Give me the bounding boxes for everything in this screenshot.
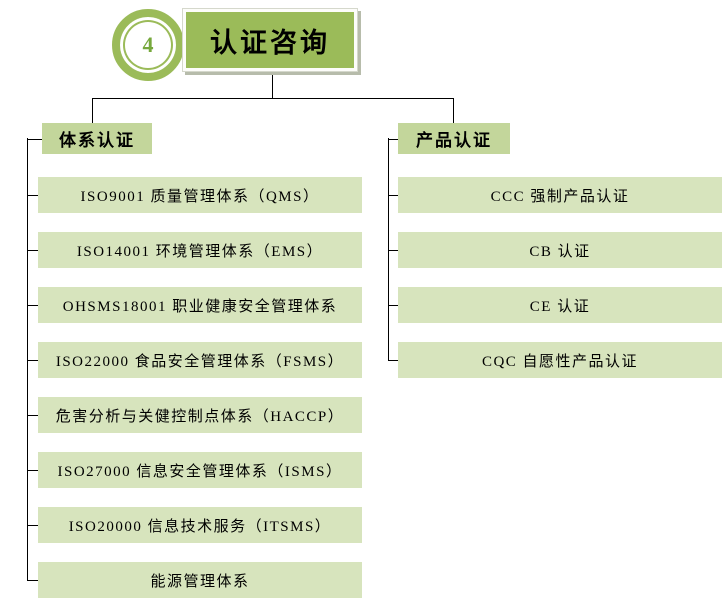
connector-tick [27, 525, 38, 526]
step-number-badge: 4 [112, 9, 184, 81]
connector-tick [388, 360, 398, 361]
tree-node-label: OHSMS18001 职业健康安全管理体系 [62, 298, 338, 315]
connector-tick [388, 250, 398, 251]
tree-node-label: 危害分析与关健控制点体系（HACCP） [55, 408, 345, 425]
system-items-column: ISO9001 质量管理体系（QMS） ISO14001 环境管理体系（EMS）… [27, 177, 362, 598]
connector-horizontal [92, 98, 454, 99]
tree-node-label: CB 认证 [529, 243, 591, 260]
tree-node-label: ISO22000 食品安全管理体系（FSMS） [55, 353, 345, 370]
tree-node-ccc: CCC 强制产品认证 [388, 177, 722, 213]
branch-header-system-label: 体系认证 [59, 131, 135, 150]
connector-left-drop [92, 98, 93, 124]
connector-left-spine [27, 138, 28, 581]
connector-right-drop [453, 98, 454, 123]
connector-tick [388, 305, 398, 306]
tree-node-ohsms18001: OHSMS18001 职业健康安全管理体系 [27, 287, 362, 323]
connector-tick [27, 138, 42, 140]
tree-node-label: ISO9001 质量管理体系（QMS） [80, 188, 320, 205]
connector-tick [27, 580, 38, 581]
tree-node-iso22000: ISO22000 食品安全管理体系（FSMS） [27, 342, 362, 378]
tree-node-iso27000: ISO27000 信息安全管理体系（ISMS） [27, 452, 362, 488]
tree-node-label: ISO14001 环境管理体系（EMS） [76, 243, 324, 260]
connector-tick [27, 470, 38, 471]
tree-node-cqc: CQC 自愿性产品认证 [388, 342, 722, 378]
tree-node-iso14001: ISO14001 环境管理体系（EMS） [27, 232, 362, 268]
tree-node-label: 能源管理体系 [150, 573, 250, 590]
tree-node-label: CQC 自愿性产品认证 [481, 353, 639, 370]
product-items-column: CCC 强制产品认证 CB 认证 CE 认证 CQC 自愿性产品认证 [388, 177, 722, 378]
tree-node-label: ISO20000 信息技术服务（ITSMS） [68, 518, 332, 535]
tree-node-energy: 能源管理体系 [27, 562, 362, 598]
root-title-frame: 认证咨询 [182, 8, 358, 72]
connector-tick [27, 415, 38, 416]
connector-tick [27, 305, 38, 306]
tree-node-iso20000: ISO20000 信息技术服务（ITSMS） [27, 507, 362, 543]
tree-node-iso9001: ISO9001 质量管理体系（QMS） [27, 177, 362, 213]
root-title-box: 认证咨询 [186, 12, 354, 68]
branch-header-system: 体系认证 [27, 123, 152, 154]
connector-tick [388, 138, 398, 140]
tree-node-ce: CE 认证 [388, 287, 722, 323]
connector-root-drop [272, 72, 273, 98]
connector-right-spine [388, 138, 389, 361]
root-title: 认证咨询 [210, 27, 330, 58]
tree-node-cb: CB 认证 [388, 232, 722, 268]
branch-header-product-label: 产品认证 [416, 131, 492, 150]
tree-node-label: CE 认证 [529, 298, 591, 315]
connector-tick [27, 360, 38, 361]
connector-tick [27, 195, 38, 196]
tree-node-label: CCC 强制产品认证 [490, 188, 630, 205]
step-number: 4 [142, 32, 154, 57]
branch-header-product: 产品认证 [388, 123, 510, 154]
connector-tick [27, 250, 38, 251]
connector-tick [388, 195, 398, 196]
tree-node-haccp: 危害分析与关健控制点体系（HACCP） [27, 397, 362, 433]
tree-node-label: ISO27000 信息安全管理体系（ISMS） [57, 463, 343, 480]
